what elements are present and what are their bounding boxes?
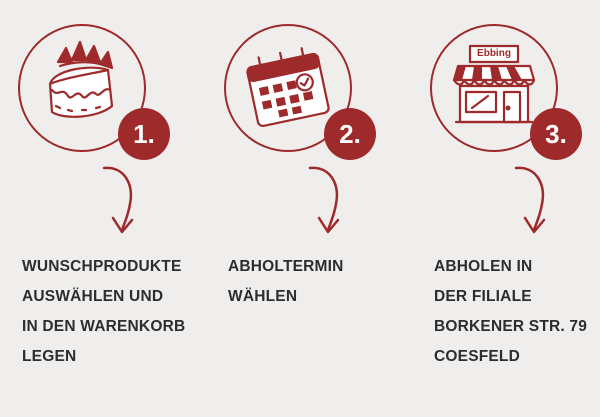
step-text-line: DER FILIALE: [434, 288, 532, 305]
step-text-line: IN DEN WARENKORB: [22, 318, 186, 335]
step-3-text: ABHOLEN IN DER FILIALE BORKENER STR. 79 …: [434, 252, 587, 372]
arrow-down-icon: [102, 166, 134, 234]
step-1: 1. WUNSCHPRODUKTE AUSWÄHLEN UND IN DEN W…: [0, 0, 200, 417]
step-2-illustration: [224, 24, 352, 152]
step-text-line: WUNSCHPRODUKTE: [22, 258, 182, 275]
calendar-icon: [246, 47, 330, 127]
storefront-icon: [452, 44, 536, 124]
step-text-line: LEGEN: [22, 348, 77, 365]
step-1-illustration: [18, 24, 146, 152]
step-1-text: WUNSCHPRODUKTE AUSWÄHLEN UND IN DEN WARE…: [22, 252, 185, 372]
step-text-line: BORKENER STR. 79: [434, 318, 588, 335]
step-text-line: WÄHLEN: [228, 288, 298, 305]
step-2-text: ABHOLTERMIN WÄHLEN: [228, 252, 344, 312]
step-2: 2. ABHOLTERMIN WÄHLEN: [200, 0, 400, 417]
step-text-line: AUSWÄHLEN UND: [22, 288, 164, 305]
arrow-down-icon: [514, 166, 546, 234]
store-sign: Ebbing: [477, 48, 511, 59]
cake-icon: [48, 40, 114, 118]
step-text-line: ABHOLEN IN: [434, 258, 533, 275]
step-3: Ebbing 3. ABHOLEN IN DER FILIALE BORKENE…: [400, 0, 600, 417]
step-number-badge: 2.: [324, 108, 376, 160]
step-number-badge: 3.: [530, 108, 582, 160]
arrow-down-icon: [308, 166, 340, 234]
step-number-badge: 1.: [118, 108, 170, 160]
step-text-line: ABHOLTERMIN: [228, 258, 344, 275]
step-text-line: COESFELD: [434, 348, 520, 365]
